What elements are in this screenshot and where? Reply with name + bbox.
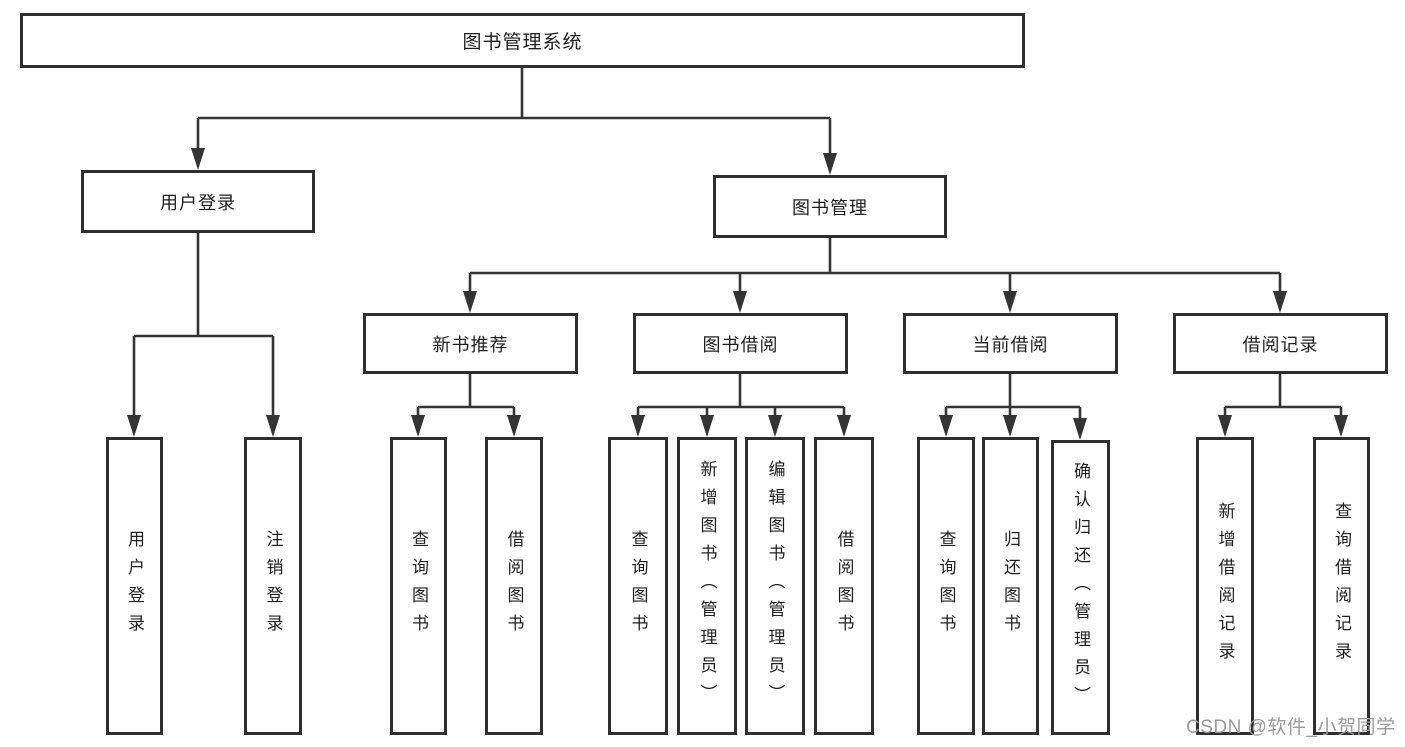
edge-bookmgmt-children	[468, 238, 1282, 309]
arrowhead	[768, 415, 782, 437]
node-label: 确认归还（管理员）	[1071, 461, 1090, 714]
arrowhead	[1003, 291, 1017, 313]
arrowhead	[191, 148, 205, 170]
node-new-book-recommend: 新书推荐	[363, 313, 578, 374]
node-label: 图书管理	[792, 197, 868, 218]
leaf-current-return-book: 归还图书	[982, 437, 1039, 735]
leaf-borrow-add-book-admin: 新增图书（管理员）	[677, 437, 737, 735]
arrowhead	[733, 291, 747, 313]
node-label: 当前借阅	[972, 334, 1049, 355]
arrowhead	[1334, 415, 1348, 437]
node-label: 新增图书（管理员）	[697, 460, 717, 712]
node-label: 编辑图书（管理员）	[765, 460, 785, 712]
leaf-newbook-query-book: 查询图书	[390, 437, 447, 735]
arrowhead	[507, 415, 521, 437]
node-current-borrow: 当前借阅	[903, 313, 1118, 374]
node-label: 查询图书	[409, 530, 428, 642]
arrowhead	[939, 415, 953, 437]
node-label: 新增借阅记录	[1215, 502, 1235, 670]
node-label: 归还图书	[1001, 530, 1020, 642]
node-label: 注销登录	[263, 530, 283, 642]
arrowhead	[823, 153, 837, 175]
csdn-watermark: CSDN @软件_小贺同学	[1186, 717, 1396, 738]
leaf-newbook-borrow-book: 借阅图书	[485, 437, 543, 735]
arrowhead	[127, 415, 141, 437]
node-label: 查询图书	[628, 530, 648, 642]
node-book-borrow: 图书借阅	[633, 313, 848, 374]
arrowhead	[411, 415, 425, 437]
node-label: 查询图书	[936, 530, 956, 642]
edge-root-to-level2	[196, 68, 832, 171]
leaf-user-login: 用户登录	[106, 437, 163, 735]
arrowhead	[1218, 415, 1232, 437]
node-label: 图书管理系统	[462, 32, 583, 53]
node-label: 用户登录	[125, 530, 144, 642]
edge-userlogin-children	[132, 233, 275, 433]
node-label: 借阅图书	[504, 530, 524, 642]
arrowhead	[631, 415, 645, 437]
node-label: 借阅图书	[834, 530, 854, 642]
node-user-login: 用户登录	[81, 170, 315, 233]
leaf-borrow-borrow-book: 借阅图书	[814, 437, 874, 735]
edge-newbook-children	[416, 374, 516, 433]
node-book-management: 图书管理	[713, 175, 947, 238]
leaf-records-query-record: 查询借阅记录	[1313, 437, 1370, 735]
edge-records-children	[1223, 374, 1343, 433]
node-library-system: 图书管理系统	[20, 13, 1025, 68]
arrowhead	[700, 415, 714, 437]
leaf-current-query-book: 查询图书	[917, 437, 975, 735]
leaf-logout: 注销登录	[244, 437, 302, 735]
arrowhead	[266, 415, 280, 437]
node-label: 查询借阅记录	[1332, 502, 1351, 670]
arrowhead	[837, 415, 851, 437]
leaf-current-confirm-return-admin: 确认归还（管理员）	[1051, 440, 1110, 735]
node-borrow-records: 借阅记录	[1173, 313, 1388, 374]
node-label: 图书借阅	[702, 334, 779, 355]
node-label: 借阅记录	[1242, 334, 1319, 355]
leaf-borrow-edit-book-admin: 编辑图书（管理员）	[745, 437, 805, 735]
arrowhead	[463, 291, 477, 313]
arrowhead	[1073, 418, 1087, 440]
leaf-borrow-query-book: 查询图书	[608, 437, 668, 735]
arrowhead	[1003, 415, 1017, 437]
arrowhead	[1273, 291, 1287, 313]
node-label: 新书推荐	[432, 334, 509, 355]
node-label: 用户登录	[160, 192, 236, 213]
edge-borrow-children	[636, 374, 846, 433]
leaf-records-add-record: 新增借阅记录	[1196, 437, 1254, 735]
